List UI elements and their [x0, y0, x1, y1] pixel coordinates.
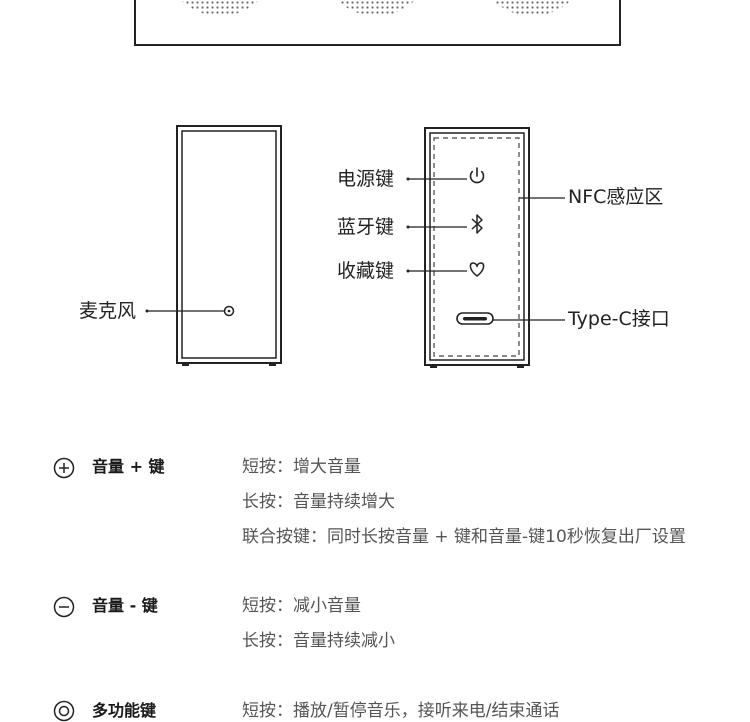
bluetooth-icon	[471, 214, 483, 234]
minus-circle-icon	[53, 596, 75, 618]
multifunction-title: 多功能键	[92, 701, 157, 720]
speaker-back-view	[145, 125, 282, 366]
volume-down-line-1: 短按：减小音量	[242, 596, 361, 616]
nfc-area	[433, 137, 520, 357]
microphone-label: 麦克风	[79, 300, 137, 322]
volume-up-line-2: 长按：音量持续增大	[242, 492, 395, 512]
power-button-label: 电源键	[337, 168, 395, 190]
double-circle-icon	[53, 700, 75, 722]
heart-icon	[469, 262, 485, 277]
volume-down-title: 音量 - 键	[92, 596, 158, 615]
typec-label: Type-C接口	[568, 308, 670, 330]
speaker-front-view	[134, 0, 621, 46]
volume-down-line-2: 长按：音量持续减小	[242, 631, 395, 651]
volume-up-line-3: 联合按键：同时长按音量 + 键和音量-键10秒恢复出厂设置	[242, 527, 686, 547]
grille-right	[492, 0, 572, 16]
grille-left	[180, 0, 260, 16]
power-icon	[469, 167, 485, 184]
speaker-side-view	[406, 127, 565, 368]
multifunction-line-1: 短按：播放/暂停音乐，接听来电/结束通话	[242, 701, 560, 721]
nfc-label: NFC感应区	[568, 186, 664, 208]
volume-up-title: 音量 + 键	[92, 457, 165, 476]
volume-up-line-1: 短按：增大音量	[242, 457, 361, 477]
plus-circle-icon	[53, 457, 75, 479]
grille-middle	[336, 0, 416, 16]
favorite-button-label: 收藏键	[337, 260, 395, 282]
typec-port	[456, 312, 494, 325]
microphone-hole	[223, 305, 235, 317]
bluetooth-button-label: 蓝牙键	[337, 216, 395, 238]
